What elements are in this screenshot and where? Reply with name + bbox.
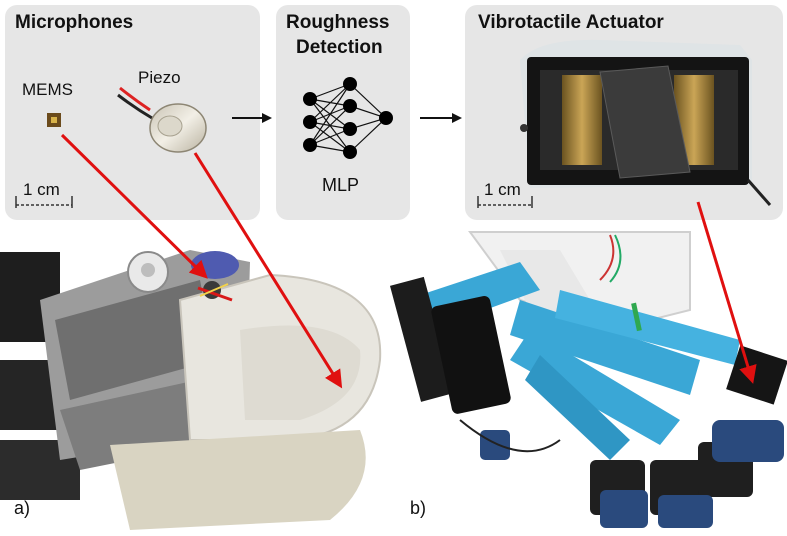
microphones-title: Microphones	[15, 12, 134, 33]
actuator-title: Vibrotactile Actuator	[478, 12, 664, 33]
microphones-scale-label: 1 cm	[23, 180, 60, 199]
mems-label: MEMS	[22, 80, 73, 99]
roughness-title-line2: Detection	[296, 37, 383, 58]
photo-a-robot-finger	[0, 228, 392, 536]
red-arrow-piezo	[193, 152, 343, 389]
mlp-network-diagram	[303, 77, 393, 159]
red-arrow-actuator	[696, 201, 757, 384]
vibrotactile-actuator-photo	[520, 39, 772, 206]
photo-a-label: a)	[14, 498, 31, 518]
microphones-panel	[5, 5, 260, 220]
actuator-scale-label: 1 cm	[484, 180, 521, 199]
piezo-label: Piezo	[138, 68, 181, 87]
roughness-title-line1: Roughness	[286, 12, 390, 33]
scale-bar-actuator	[477, 196, 533, 208]
mems-microphone-chip	[47, 113, 61, 127]
photo-b-label: b)	[410, 498, 427, 518]
scale-bar-microphones	[15, 196, 73, 208]
piezo-disc	[117, 86, 207, 153]
mlp-label: MLP	[322, 175, 360, 195]
photo-b-haptic-glove	[389, 230, 787, 536]
red-arrow-mems	[60, 133, 208, 279]
